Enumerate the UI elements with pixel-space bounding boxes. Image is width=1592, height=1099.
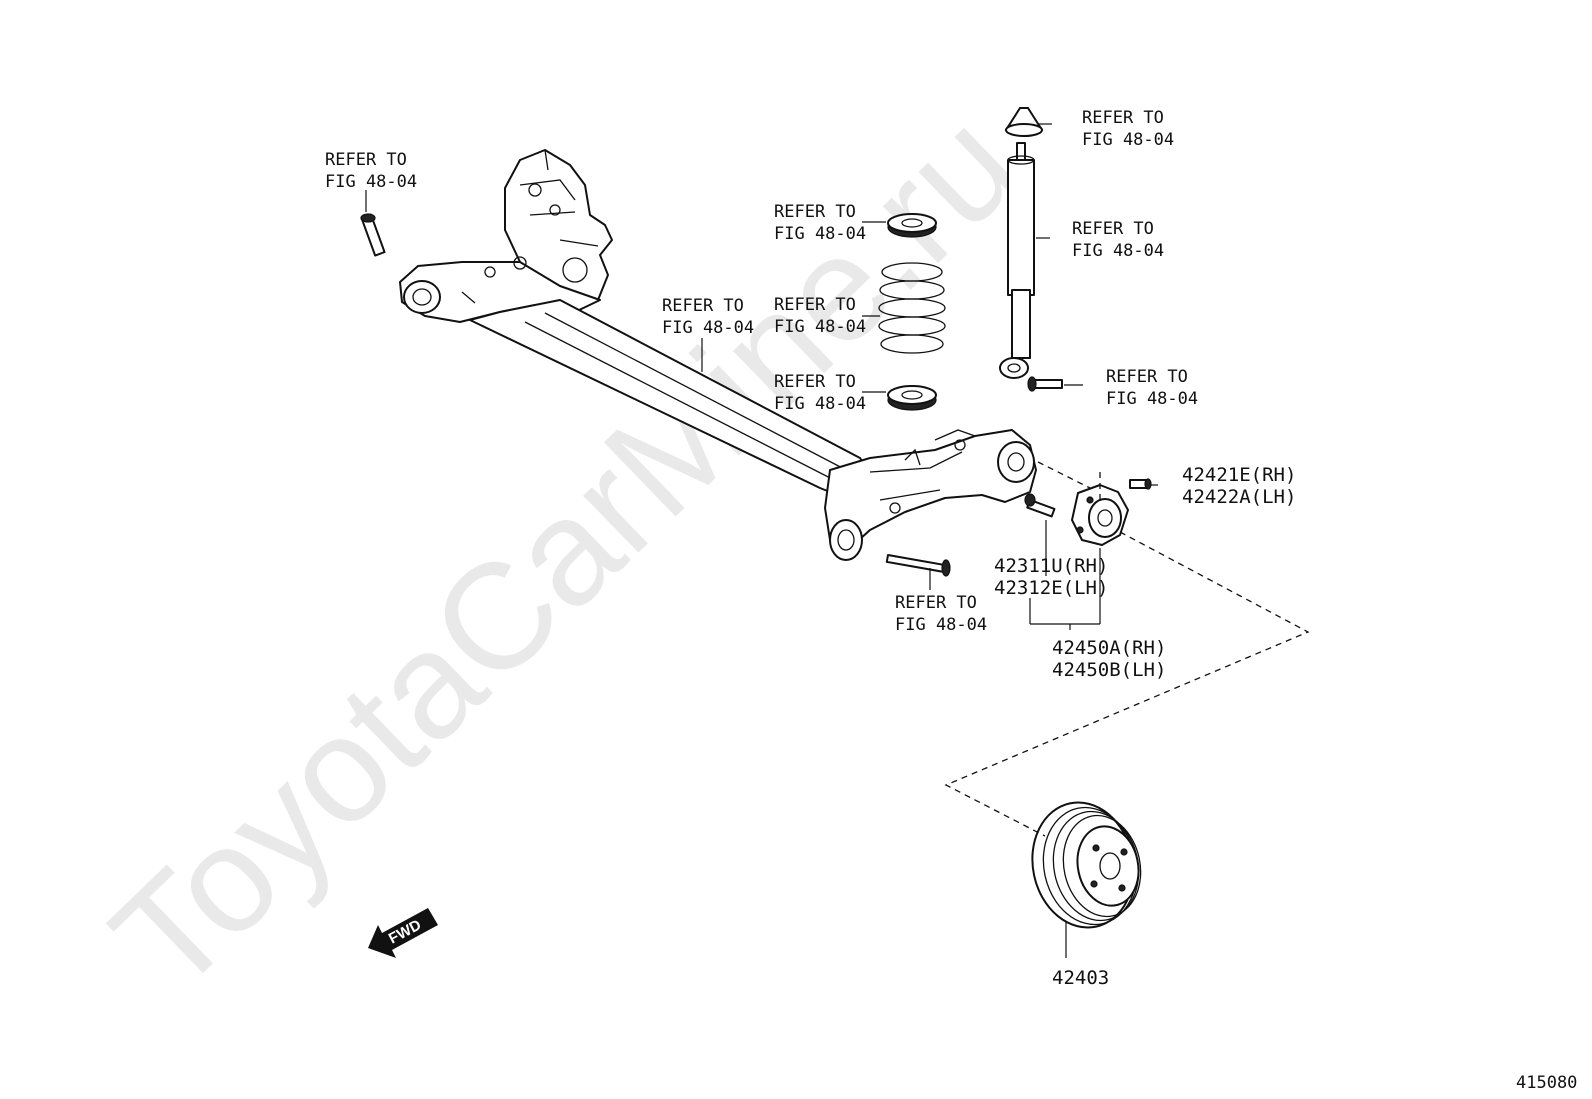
part-number-42450A[interactable]: 42450A(RH)	[1052, 637, 1166, 659]
part-number-42422A[interactable]: 42422A(LH)	[1182, 486, 1296, 508]
front-bushing-bolt[interactable]	[360, 213, 386, 257]
refer-label-shock-cap[interactable]: REFER TO FIG 48-04	[1082, 108, 1174, 150]
refer-line2: FIG 48-04	[774, 394, 866, 414]
refer-line2: FIG 48-04	[774, 317, 866, 337]
refer-line1: REFER TO	[774, 295, 856, 315]
shock-lower-bolt[interactable]	[1027, 376, 1063, 392]
refer-line2: FIG 48-04	[774, 224, 866, 244]
refer-line1: REFER TO	[325, 150, 407, 170]
refer-line1: REFER TO	[774, 372, 856, 392]
shock-absorber-cap[interactable]	[1005, 107, 1043, 137]
part-number-42312E[interactable]: 42312E(LH)	[994, 577, 1108, 599]
torsion-beam-axle[interactable]	[399, 149, 1037, 561]
refer-label-spring[interactable]: REFER TO FIG 48-04	[774, 295, 866, 337]
upper-spring-insulator[interactable]	[887, 213, 937, 238]
refer-line1: REFER TO	[1082, 108, 1164, 128]
figure-number: 415080	[1516, 1073, 1577, 1093]
lower-spring-insulator[interactable]	[887, 385, 937, 411]
refer-line1: REFER TO	[1106, 367, 1188, 387]
fwd-arrow-icon: FWD	[368, 908, 438, 958]
refer-line2: FIG 48-04	[1082, 130, 1174, 150]
bracket-bolt[interactable]	[885, 554, 951, 577]
refer-label-bracket-bolt[interactable]: REFER TO FIG 48-04	[895, 593, 987, 635]
hub-bolt[interactable]	[1024, 493, 1056, 518]
refer-line1: REFER TO	[662, 296, 744, 316]
refer-line2: FIG 48-04	[662, 318, 754, 338]
hub-bearing-assembly[interactable]	[1071, 484, 1129, 546]
brake-drum[interactable]	[1021, 793, 1150, 937]
leader-lines	[365, 123, 1158, 958]
refer-label-shock-bolt[interactable]: REFER TO FIG 48-04	[1106, 367, 1198, 409]
refer-label-shock[interactable]: REFER TO FIG 48-04	[1072, 219, 1164, 261]
part-number-42311U[interactable]: 42311U(RH)	[994, 555, 1108, 577]
refer-line1: REFER TO	[774, 202, 856, 222]
refer-line2: FIG 48-04	[325, 172, 417, 192]
hub-stud[interactable]	[1129, 478, 1152, 490]
refer-label-lower-insulator[interactable]: REFER TO FIG 48-04	[774, 372, 866, 414]
refer-line1: REFER TO	[1072, 219, 1154, 239]
part-number-42421E[interactable]: 42421E(RH)	[1182, 464, 1296, 486]
refer-line1: REFER TO	[895, 593, 977, 613]
refer-label-bolt[interactable]: REFER TO FIG 48-04	[325, 150, 417, 192]
part-number-42403[interactable]: 42403	[1052, 967, 1109, 989]
refer-line2: FIG 48-04	[895, 615, 987, 635]
shock-absorber[interactable]	[999, 142, 1035, 379]
coil-spring[interactable]	[878, 262, 946, 354]
refer-label-axle-beam[interactable]: REFER TO FIG 48-04	[662, 296, 754, 338]
refer-label-upper-insulator[interactable]: REFER TO FIG 48-04	[774, 202, 866, 244]
refer-line2: FIG 48-04	[1106, 389, 1198, 409]
dashed-lines	[944, 461, 1310, 837]
part-number-42450B[interactable]: 42450B(LH)	[1052, 659, 1166, 681]
refer-line2: FIG 48-04	[1072, 241, 1164, 261]
